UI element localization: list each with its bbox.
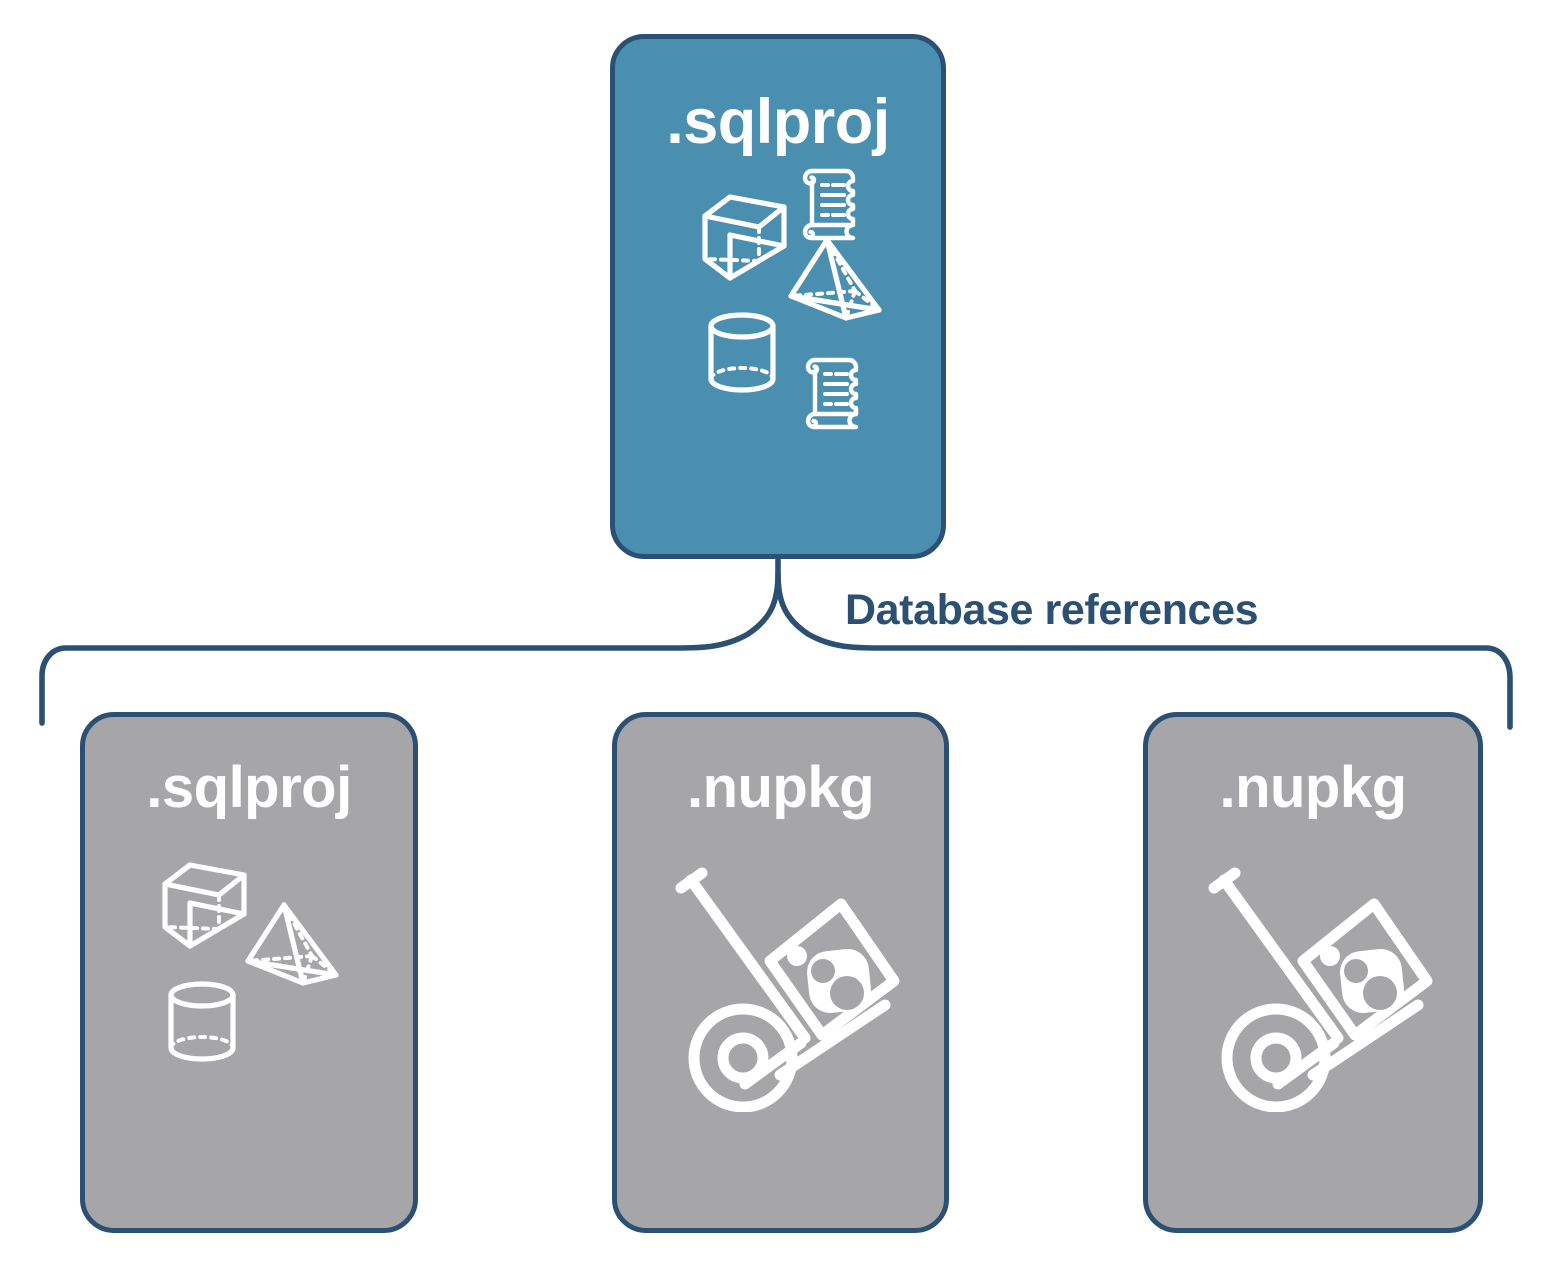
node-reference-icon-cluster <box>85 817 413 1228</box>
cube-wireframe-icon <box>697 189 792 289</box>
node-reference-sqlproj[interactable]: .sqlproj <box>80 712 418 1233</box>
node-reference-label: .nupkg <box>1219 755 1407 820</box>
node-root-icon-cluster <box>615 154 941 554</box>
node-reference-icon-cluster <box>617 817 944 1228</box>
node-reference-nupkg-2[interactable]: .nupkg <box>1143 712 1483 1233</box>
node-reference-label: .sqlproj <box>146 755 352 820</box>
connector-label-database-references: Database references <box>845 586 1259 634</box>
node-reference-label: .nupkg <box>686 755 875 820</box>
node-reference-icon-cluster <box>1148 817 1478 1228</box>
cube-wireframe-icon <box>157 857 252 957</box>
pyramid-wireframe-icon <box>240 899 345 996</box>
node-root-sqlproj[interactable]: .sqlproj <box>610 34 946 559</box>
pyramid-wireframe-icon <box>783 234 888 331</box>
nuget-hand-truck-icon <box>1183 862 1453 1117</box>
node-root-label: .sqlproj <box>666 87 890 157</box>
cylinder-wireframe-icon <box>163 977 241 1074</box>
node-reference-nupkg-1[interactable]: .nupkg <box>612 712 949 1233</box>
cylinder-wireframe-icon <box>703 308 781 405</box>
nuget-hand-truck-icon <box>650 862 920 1117</box>
scroll-script-icon <box>795 163 865 246</box>
scroll-script-icon <box>798 352 868 435</box>
